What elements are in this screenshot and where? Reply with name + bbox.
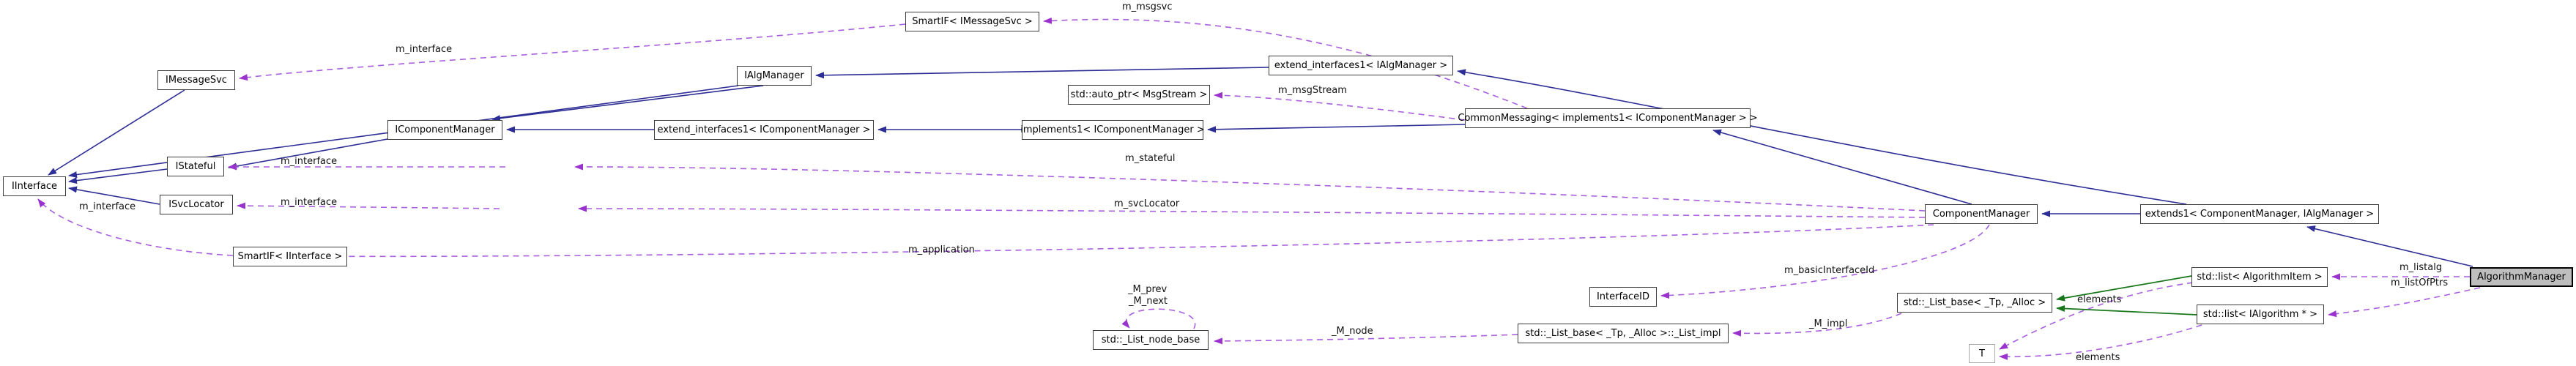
edge-commonmessaging-to-smartif-imessagesvc [1043,17,1528,109]
edge-smartif-iinterface-to-iinterface [37,198,234,256]
node-iinterface[interactable]: IInterface [3,176,66,196]
edge-list-ialgorithm-to-t [1999,324,2202,360]
node-icomponentmanager[interactable]: IComponentManager [387,120,502,140]
edge-list-algorithmitem-to-t [1999,282,2194,350]
edge-label-m-interface-isvclocator: m_interface [281,197,338,208]
node-list-node-base[interactable]: std::_List_node_base [1093,330,1209,350]
edge-componentmanager-to-smartif-istateful [574,163,1926,212]
node-extends1-componentmanager-ialgmanager[interactable]: extends1< ComponentManager, IAlgManager … [2140,204,2379,224]
node-list-algorithmitem[interactable]: std::list< AlgorithmItem > [2191,267,2328,287]
node-algorithmmanager[interactable]: AlgorithmManager [2470,267,2573,287]
edge-label-m-interface-iinterface: m_interface [79,201,136,212]
edge-listimpl-to-listnodebase [1214,334,1518,345]
edge-algorithmmanager-to-extends1 [2306,225,2473,267]
node-istateful[interactable]: IStateful [167,157,224,176]
node-list-base[interactable]: std::_List_base< _Tp, _Alloc > [1897,293,2052,313]
edge-icomponentmanager-to-istateful [228,138,388,170]
edge-label-m-msgstream: m_msgStream [1278,85,1347,96]
edge-smartif-imessagesvc-to-imessagesvc [239,23,906,81]
edge-commonmessaging-to-autoptr [1214,92,1466,121]
edge-label-m-interface-istateful: m_interface [281,156,338,167]
edge-label-m-svclocator: m_svcLocator [1114,198,1180,209]
node-auto-ptr-msgstream[interactable]: std::auto_ptr< MsgStream > [1068,85,1210,105]
edge-label-m-basicinterfaceid: m_basicInterfaceId [1784,265,1875,276]
edge-listnodebase-selfloop [1121,308,1196,329]
node-extend-interfaces1-icomponentmanager[interactable]: extend_interfaces1< IComponentManager > [654,120,874,140]
edge-label-m-prev: _M_prev [1128,284,1168,295]
edge-componentmanager-to-interfaceid [1660,224,1990,299]
edge-algorithmmanager-to-list-ialgorithm [2328,287,2481,318]
edge-extint1iam-to-ialgmanager [815,67,1269,79]
node-smartif-imessagesvc[interactable]: SmartIF< IMessageSvc > [905,12,1039,31]
edge-label-m-interface-imessagesvc: m_interface [396,44,453,55]
edge-isvclocator-to-iinterface [68,186,160,205]
node-template-param-t[interactable]: T [1969,344,1995,363]
edge-label-m-stateful: m_stateful [1125,153,1176,164]
node-interfaceid[interactable]: InterfaceID [1589,287,1657,307]
edge-listbase-to-listimpl [1732,313,1902,337]
node-extend-interfaces1-ialgmanager[interactable]: extend_interfaces1< IAlgManager > [1269,56,1453,75]
edge-smartif-isvclocator-to-isvclocator [237,202,500,209]
edge-label-m-msgsvc: m_msgsvc [1122,1,1173,12]
node-implements1-icomponentmanager[interactable]: implements1< IComponentManager > [1020,120,1205,140]
edge-label-m-next: _M_next [1129,296,1168,307]
node-imessagesvc[interactable]: IMessageSvc [157,70,235,90]
edge-commonmessaging-to-impl1icm [1207,124,1466,133]
edge-list-ialgorithm-to-listbase [2056,305,2197,315]
node-ialgmanager[interactable]: IAlgManager [737,66,812,86]
node-isvclocator[interactable]: ISvcLocator [160,195,233,214]
edge-label-m-listofptrs: m_listOfPtrs [2391,277,2449,288]
edge-label-elements-upper: elements [2077,294,2122,305]
node-list-impl[interactable]: std::_List_base< _Tp, _Alloc >::_List_im… [1518,324,1729,343]
node-smartif-iinterface[interactable]: SmartIF< IInterface > [233,247,347,266]
edge-componentmanager-to-commonmessaging [1712,129,1972,205]
edge-label-elements-lower: elements [2076,352,2120,363]
edge-ialgmanager-to-icomponentmanager [491,85,764,122]
edge-label-m-application: m_application [908,244,975,255]
edge-istateful-to-iinterface [68,168,168,184]
edge-list-algorithmitem-to-listbase [2056,275,2192,302]
edge-extends1-to-extint1iam [1457,69,2187,205]
edge-label-m-impl: _M_impl [1809,318,1848,329]
edge-imessagesvc-to-iinterface [48,89,185,176]
edge-label-m-listalg: m_listalg [2399,262,2443,273]
edge-componentmanager-to-smartif-iinterface [289,224,1934,260]
node-list-ialgorithm-ptr[interactable]: std::list< IAlgorithm * > [2197,305,2324,324]
edge-componentmanager-to-smartif-isvclocator [578,205,1926,218]
edge-label-m-node: _M_node [1332,326,1373,337]
node-componentmanager[interactable]: ComponentManager [1925,204,2038,224]
node-commonmessaging[interactable]: CommonMessaging< implements1< IComponent… [1458,108,1758,128]
